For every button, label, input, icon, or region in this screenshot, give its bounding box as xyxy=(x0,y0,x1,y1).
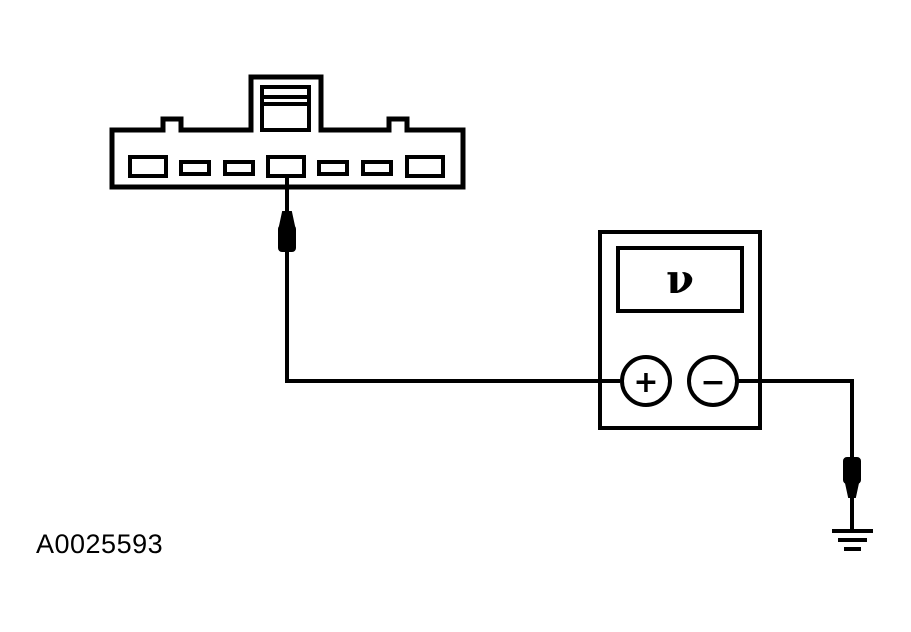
ground-probe-handle xyxy=(843,457,861,484)
ground-probe-tip xyxy=(844,482,860,498)
cavity-6 xyxy=(361,160,393,176)
positive-terminal-label: + xyxy=(633,365,658,400)
positive-terminal xyxy=(620,355,672,407)
connector-body xyxy=(109,74,466,190)
meter-body xyxy=(598,230,762,430)
cavity-1 xyxy=(128,155,168,178)
cavity-5 xyxy=(317,160,349,176)
connector xyxy=(109,74,466,190)
negative-terminal-label: − xyxy=(700,365,725,400)
probe-handle xyxy=(278,225,296,252)
cavity-7 xyxy=(405,155,445,178)
figure-id-label: A0025593 xyxy=(36,529,164,559)
positive-test-lead xyxy=(278,176,620,383)
cavity-4-probed xyxy=(266,155,306,178)
negative-test-lead xyxy=(737,379,861,529)
multimeter: ν + − xyxy=(598,230,762,430)
cavity-2 xyxy=(179,160,211,176)
meter-display xyxy=(616,246,744,313)
probe-tip xyxy=(278,211,296,227)
connector-latch xyxy=(260,85,311,132)
connector-cavities xyxy=(128,155,445,178)
ground-symbol xyxy=(832,529,873,551)
meter-display-symbol: ν xyxy=(666,256,694,303)
cavity-3 xyxy=(223,160,255,176)
